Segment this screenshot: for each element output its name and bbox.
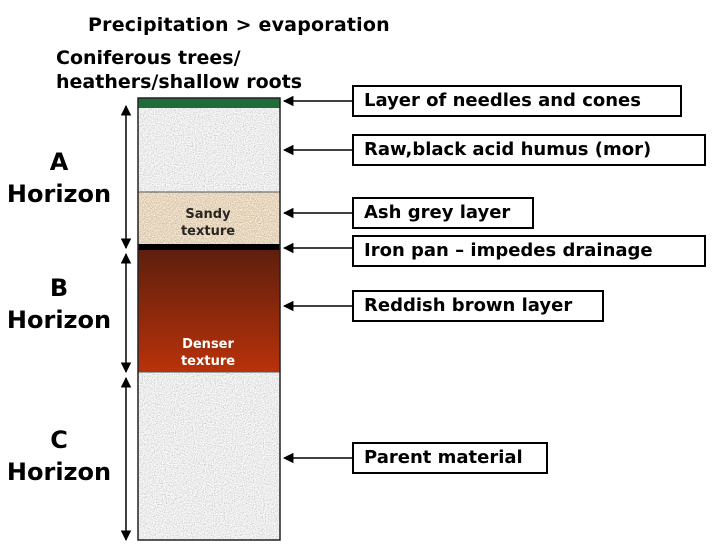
sandy-texture-label: Sandy texture (138, 206, 278, 240)
a-horizon-word: Horizon (6, 180, 112, 208)
denser-texture-label: Denser texture (138, 336, 278, 370)
c-horizon-label: C Horizon (0, 424, 118, 488)
denser-texture-line-2: texture (180, 354, 236, 369)
vegetation-line-1: Coniferous trees/ (56, 47, 241, 69)
humus-callout: Raw,black acid humus (mor) (352, 134, 706, 166)
denser-texture-line-1: Denser (182, 337, 234, 352)
iron-pan-layer (138, 244, 280, 250)
ash-grey-layer (138, 192, 280, 244)
ash-grey-callout: Ash grey layer (352, 197, 534, 229)
b-horizon-word: Horizon (6, 306, 112, 334)
b-horizon-label: B Horizon (0, 272, 118, 336)
parent-material-callout: Parent material (352, 442, 548, 474)
needles-layer (138, 98, 280, 108)
humus-layer (138, 108, 280, 192)
a-horizon-letter: A (49, 148, 69, 176)
a-horizon-label: A Horizon (0, 146, 118, 210)
sandy-texture-line-2: texture (180, 224, 236, 239)
vegetation-label: Coniferous trees/ heathers/shallow roots (56, 46, 302, 94)
soil-column-border (137, 97, 281, 541)
reddish-brown-callout: Reddish brown layer (352, 290, 604, 322)
iron-pan-callout: Iron pan – impedes drainage (352, 235, 706, 267)
c-horizon-word: Horizon (6, 458, 112, 486)
reddish-brown-layer (138, 250, 280, 372)
sandy-texture-line-1: Sandy (185, 207, 231, 222)
vegetation-line-2: heathers/shallow roots (56, 71, 303, 93)
needles-callout: Layer of needles and cones (352, 85, 682, 117)
parent-material-layer (138, 372, 280, 540)
c-horizon-letter: C (50, 426, 68, 454)
diagram-title: Precipitation > evaporation (88, 14, 390, 36)
b-horizon-letter: B (49, 274, 69, 302)
